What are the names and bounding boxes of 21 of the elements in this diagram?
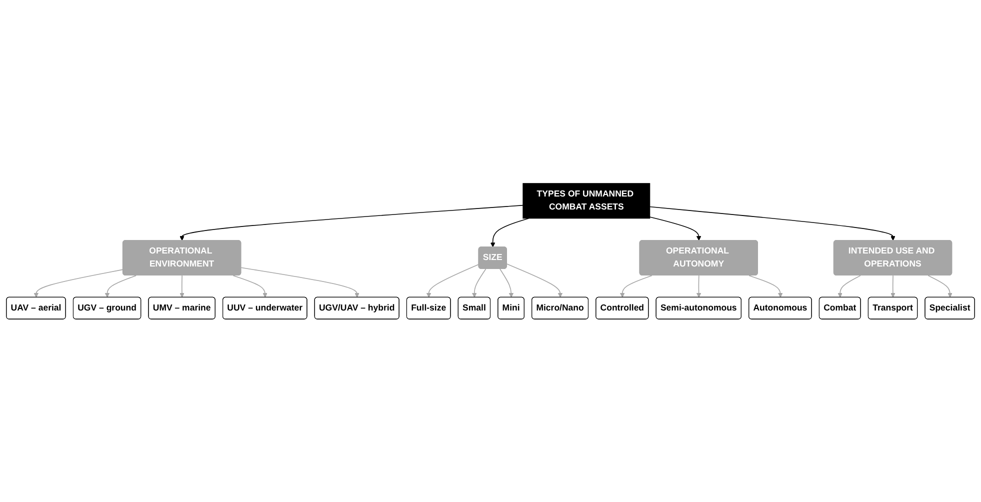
arrow bbox=[890, 274, 896, 298]
arrow bbox=[838, 274, 861, 298]
arrow bbox=[620, 274, 652, 298]
arrow bbox=[232, 274, 268, 298]
arrow bbox=[180, 204, 524, 241]
arrow bbox=[180, 274, 184, 298]
arrow bbox=[696, 274, 702, 298]
arrow bbox=[240, 267, 360, 298]
diagram: TYPES OF UNMANNED COMBAT ASSETS OPERATIONAL ENVIRONMENT SIZE OPERATIONAL AUTONOMY INTENDED USE AND OPERATIONS UAV – aerial UGV – ground UMV – marine UUV – underwater UGV/UAV – hybrid Full-size Small Mini Micro/Nano Controlled Semi-autonomous Autonomous Combat Transport Specialist bbox=[2, 178, 979, 324]
arrow bbox=[104, 274, 136, 298]
arrow bbox=[506, 263, 563, 298]
arrow bbox=[472, 268, 486, 298]
arrow bbox=[649, 206, 896, 241]
arrow bbox=[928, 274, 952, 298]
node-box bbox=[522, 182, 650, 218]
arrow bbox=[34, 268, 124, 298]
arrow bbox=[649, 216, 702, 241]
arrow bbox=[490, 218, 530, 248]
arrow bbox=[426, 264, 480, 298]
arrow bbox=[500, 268, 514, 298]
arrow bbox=[748, 274, 783, 298]
